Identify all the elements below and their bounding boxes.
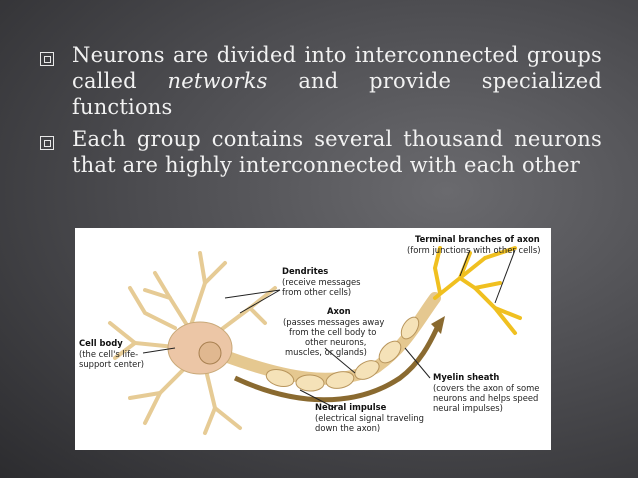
label-dendrites-desc1: (receive messages: [282, 277, 361, 287]
label-myelin-desc2: neurons and helps speed: [433, 393, 538, 403]
bullet-list: Neurons are divided into interconnected …: [40, 42, 602, 184]
label-dendrites-desc2: from other cells): [282, 287, 351, 297]
dendrites: [108, 251, 277, 435]
label-impulse-desc1: (electrical signal traveling: [315, 413, 424, 423]
label-myelin-desc1: (covers the axon of some: [433, 383, 539, 393]
label-myelin-desc3: neural impulses): [433, 403, 503, 413]
label-axon-title: Axon: [327, 306, 351, 316]
bullet-text: Each group contains several thousand neu…: [72, 127, 602, 177]
square-bullet-icon: [40, 52, 54, 66]
label-terminal-desc: (form junctions with other cells): [407, 245, 541, 255]
label-terminal-title: Terminal branches of axon: [415, 234, 540, 244]
bullet-item: Neurons are divided into interconnected …: [40, 42, 602, 120]
myelin-sheath: [265, 316, 420, 392]
terminal-branches: [432, 246, 522, 335]
bullet-item: Each group contains several thousand neu…: [40, 126, 602, 178]
bullet-text: Neurons are divided into interconnected …: [72, 43, 602, 119]
label-myelin-title: Myelin sheath: [433, 372, 499, 382]
square-bullet-icon: [40, 136, 54, 150]
label-impulse-desc2: down the axon): [315, 423, 380, 433]
label-cellbody-title: Cell body: [79, 338, 123, 348]
label-dendrites-title: Dendrites: [282, 266, 328, 276]
label-impulse-title: Neural impulse: [315, 402, 387, 412]
impulse-arrow: [233, 316, 445, 403]
label-axon-desc1: (passes messages away: [283, 317, 384, 327]
label-axon-desc4: muscles, or glands): [285, 347, 367, 357]
label-cellbody-desc1: (the cell's life-: [79, 349, 138, 359]
neuron-illustration: Terminal branches of axon (form junction…: [79, 234, 541, 435]
label-cellbody-desc2: support center): [79, 359, 144, 369]
label-axon-desc2: from the cell body to: [289, 327, 376, 337]
neuron-diagram: Terminal branches of axon (form junction…: [75, 228, 551, 450]
callout-lines: [142, 249, 516, 409]
label-axon-desc3: other neurons,: [305, 337, 366, 347]
cell-body: [167, 321, 233, 375]
emphasis-networks: networks: [167, 69, 268, 93]
